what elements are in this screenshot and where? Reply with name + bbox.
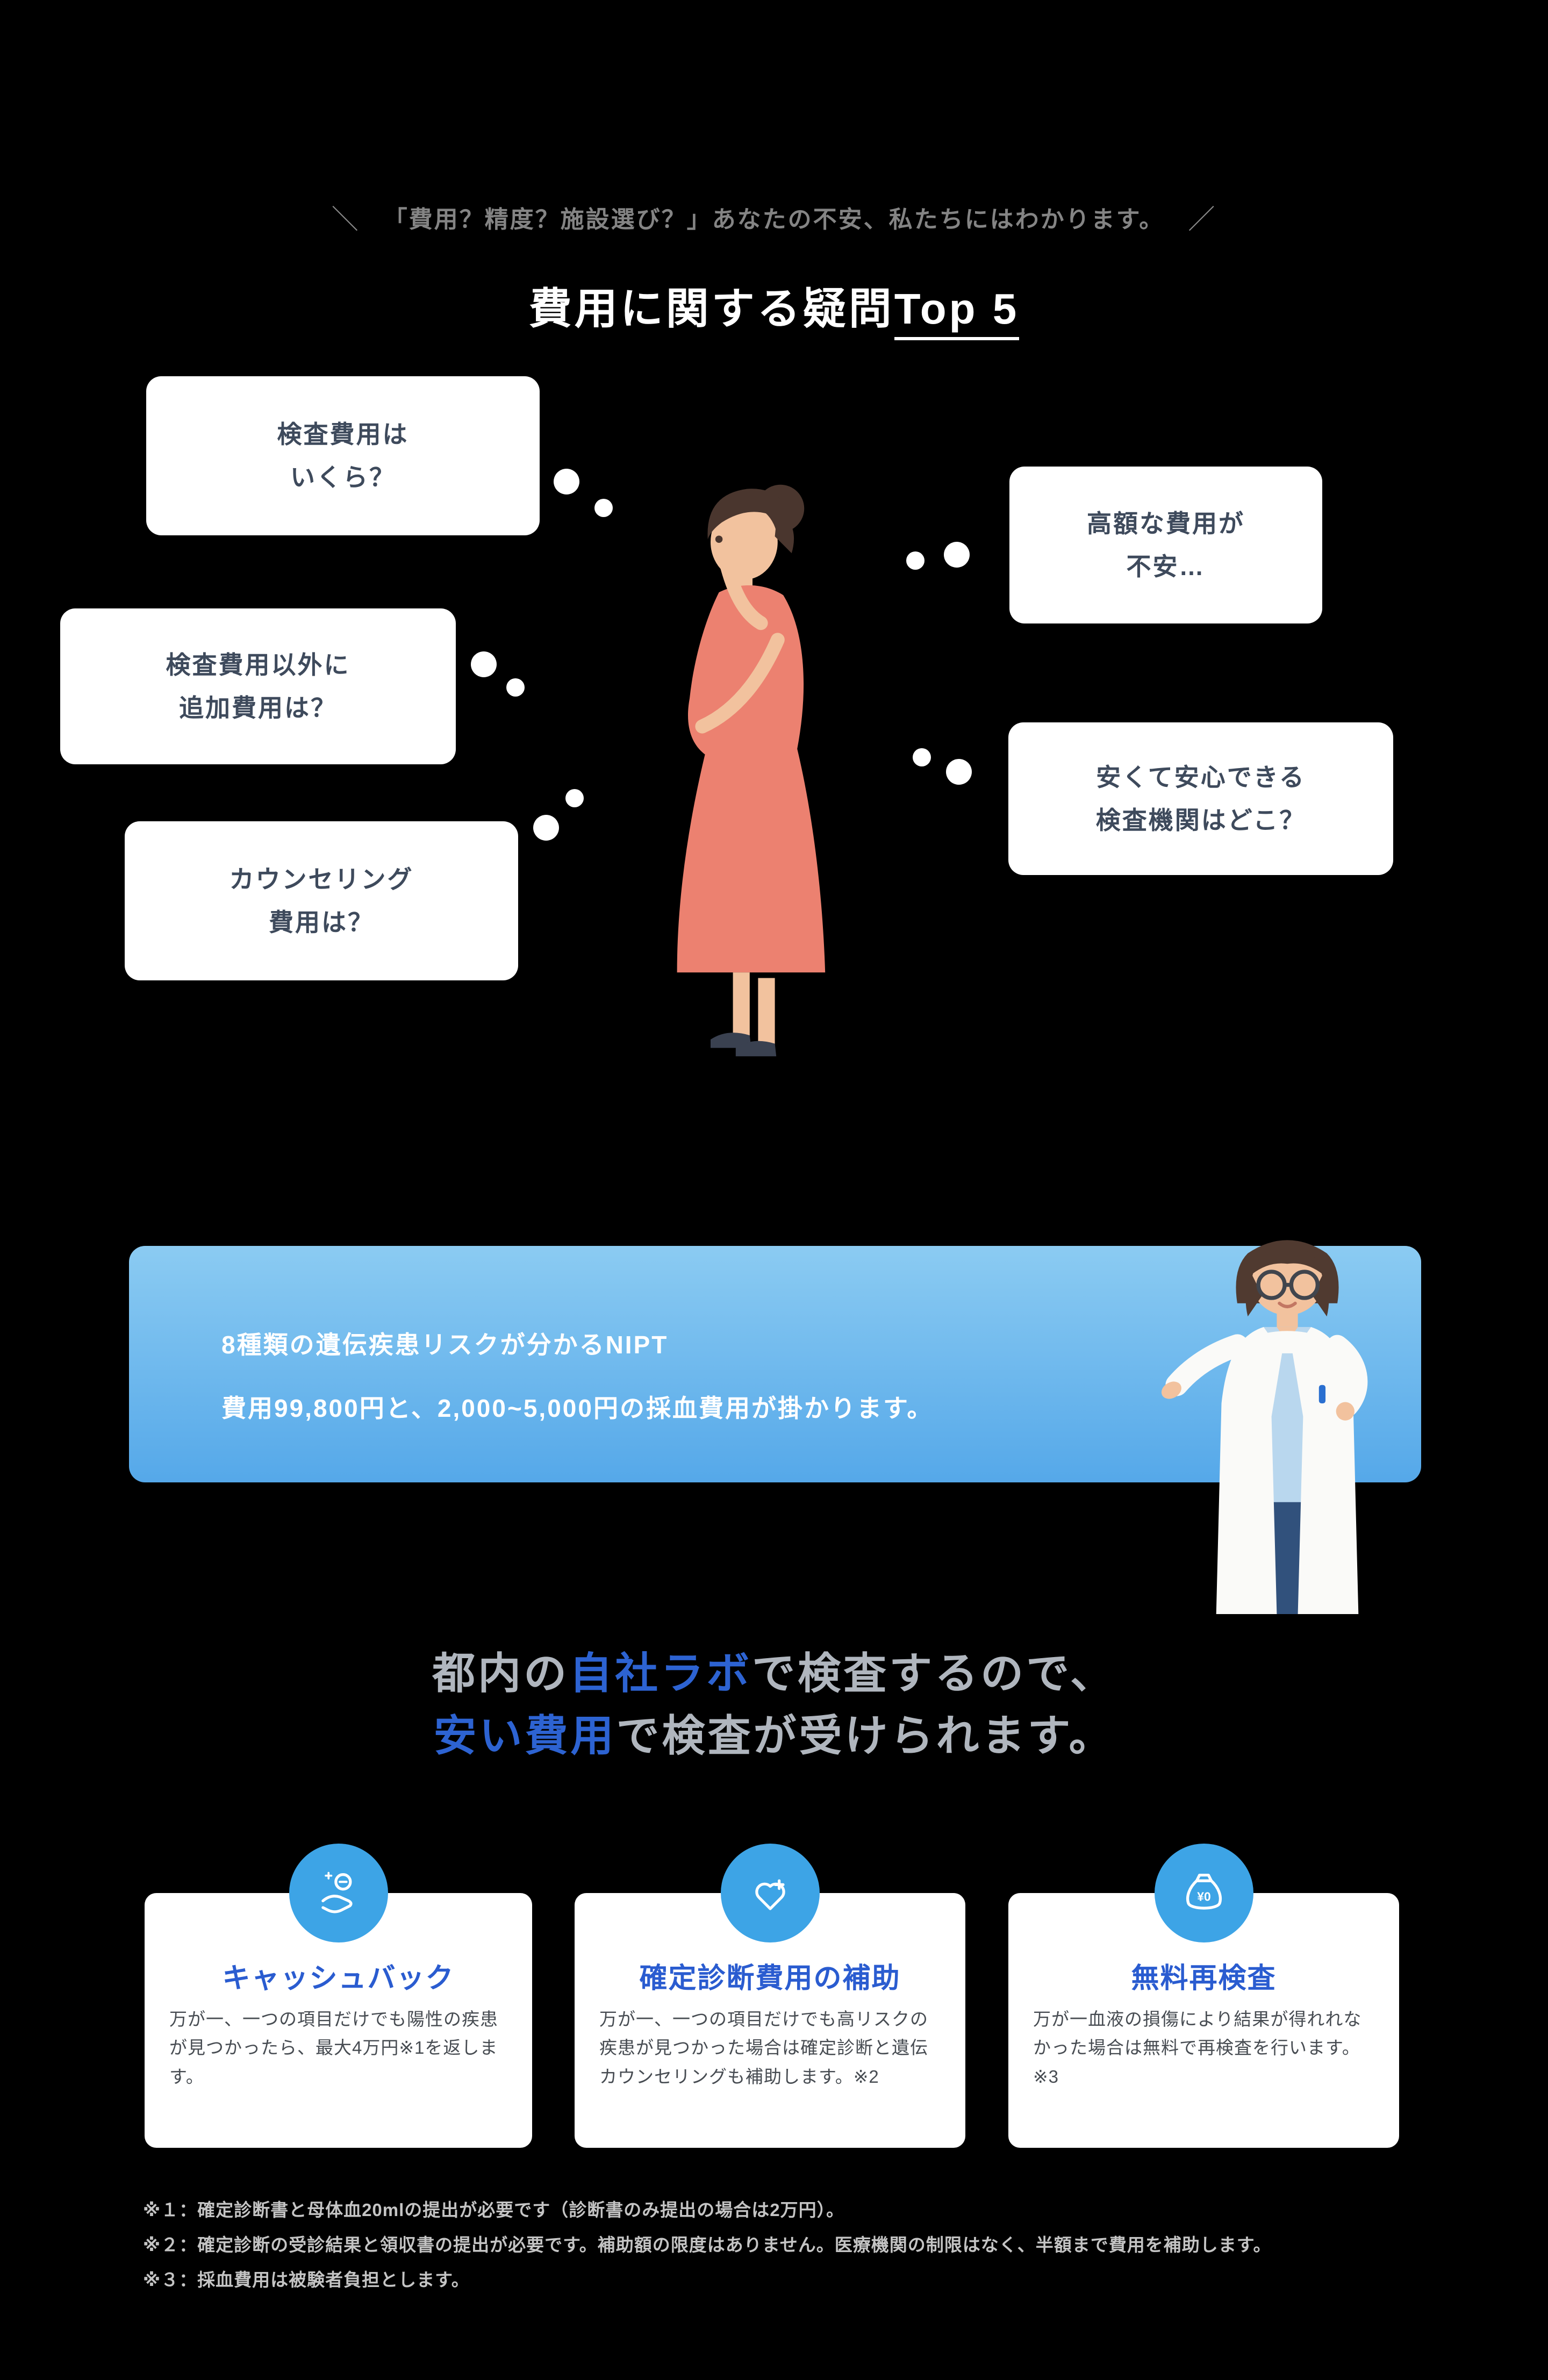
thought-bubble-extra-fees: 検査費用以外に 追加費用は？ xyxy=(60,608,456,764)
pregnant-woman-svg xyxy=(677,484,826,1057)
footnote-3: ※３：採血費用は被験者負担とします。 xyxy=(143,2269,470,2290)
banner-line1: 8種類の遺伝疾患リスクが分かるNIPT xyxy=(221,1331,669,1359)
bubble-line: 検査費用は xyxy=(277,420,409,448)
thought-dot xyxy=(906,551,924,570)
thought-bubble-exam-cost: 検査費用は いくら？ xyxy=(146,376,540,535)
card-title: キャッシュバック xyxy=(222,1963,455,1994)
doctor-svg xyxy=(1161,1240,1368,1614)
card-cashback: キャッシュバック 万が一、一つの項目だけでも陽性の疾患が見つかったら、最大4万円… xyxy=(145,1844,532,2148)
card-free-retest: ¥0 無料再検査 万が一血液の損傷により結果が得れれなかった場合は無料で再検査を… xyxy=(1008,1844,1399,2148)
bubble-line: カウンセリング xyxy=(229,865,414,893)
card-title: 確定診断費用の補助 xyxy=(639,1963,901,1994)
lead-highlight-lab: 自社ラボ xyxy=(569,1650,752,1697)
thought-dot xyxy=(594,499,613,517)
bubble-line: 高額な費用が xyxy=(1087,509,1245,537)
thought-bubble-counseling: カウンセリング 費用は？ xyxy=(125,821,518,980)
lead-highlight-cheap: 安い費用 xyxy=(433,1712,617,1760)
thought-dot xyxy=(565,789,584,807)
heading-top5: Top 5 xyxy=(894,285,1020,340)
bubble-line: いくら？ xyxy=(290,463,396,491)
thought-dot xyxy=(471,651,497,677)
thought-bubble-cheap-safe: 安くて安心できる 検査機関はどこ？ xyxy=(1008,722,1393,875)
tagline-deco-right-icon: ／ xyxy=(1188,204,1217,234)
thought-dot xyxy=(944,542,970,568)
cashback-hand-icon xyxy=(289,1844,388,1942)
card-body: 万が一、一つの項目だけでも陽性の疾患が見つかったら、最大4万円※1を返します。 xyxy=(169,2009,498,2087)
card-body: 万が一血液の損傷により結果が得れれなかった場合は無料で再検査を行います。※3 xyxy=(1033,2009,1362,2087)
money-bag-icon: ¥0 xyxy=(1154,1844,1253,1942)
card-title: 無料再検査 xyxy=(1131,1963,1277,1994)
thought-dot xyxy=(533,815,559,841)
tagline: ＼ 「費用？精度？施設選び？」あなたの不安、私たちにはわかります。 ／ xyxy=(0,198,1548,236)
thought-dot xyxy=(946,759,972,785)
footnote-1: ※１：確定診断書と母体血20mlの提出が必要です（診断書のみ提出の場合は2万円）… xyxy=(143,2200,845,2220)
banner-line2: 費用99,800円と、2,000~5,000円の採血費用が掛かります。 xyxy=(221,1394,934,1422)
bubble-line: 安くて安心できる xyxy=(1096,763,1306,791)
heart-plus-icon-svg xyxy=(755,1879,785,1910)
money-bag-icon-svg: ¥0 xyxy=(1186,1874,1222,1910)
pregnant-woman-illustration xyxy=(613,467,892,1112)
thought-dot xyxy=(913,748,931,766)
thought-bubble-expensive: 高額な費用が 不安… xyxy=(1009,467,1322,623)
thought-dot xyxy=(554,469,579,494)
tagline-deco-left-icon: ＼ xyxy=(331,204,360,234)
card-body: 万が一、一つの項目だけでも高リスクの疾患が見つかった場合は確定診断と遺伝カウンセ… xyxy=(599,2009,928,2087)
bubble-line: 不安… xyxy=(1126,553,1206,580)
lead-text: で検査するので、 xyxy=(752,1650,1116,1697)
cashback-hand-icon-svg xyxy=(321,1872,353,1913)
lead-copy: 都内の自社ラボで検査するので、 安い費用で検査が受けられます。 xyxy=(0,1643,1548,1767)
heart-plus-icon xyxy=(720,1844,820,1942)
footnote-2: ※２：確定診断の受診結果と領収書の提出が必要です。補助額の限度はありません。医療… xyxy=(143,2234,1272,2255)
doctor-illustration xyxy=(1156,1219,1419,1617)
lead-line2: 安い費用で検査が受けられます。 xyxy=(0,1705,1548,1767)
lead-text: で検査が受けられます。 xyxy=(616,1712,1115,1760)
thought-dot xyxy=(506,678,525,697)
bubble-line: 追加費用は？ xyxy=(179,694,337,722)
bubble-line: 費用は？ xyxy=(269,908,374,936)
bubble-line: 検査費用以外に xyxy=(166,650,350,679)
card-diagnosis-subsidy: 確定診断費用の補助 万が一、一つの項目だけでも高リスクの疾患が見つかった場合は確… xyxy=(575,1844,965,2148)
heading-main: 費用に関する疑問 xyxy=(528,285,894,333)
footnotes: ※１：確定診断書と母体血20mlの提出が必要です（診断書のみ提出の場合は2万円）… xyxy=(143,2196,1440,2300)
lead-line1: 都内の自社ラボで検査するので、 xyxy=(0,1643,1548,1705)
money-bag-label: ¥0 xyxy=(1197,1890,1210,1904)
lead-text: 都内の xyxy=(432,1650,570,1697)
tagline-text: 「費用？精度？施設選び？」あなたの不安、私たちにはわかります。 xyxy=(383,206,1165,233)
bubble-line: 検査機関はどこ？ xyxy=(1095,806,1306,834)
section-heading: 費用に関する疑問Top 5 xyxy=(0,274,1548,340)
